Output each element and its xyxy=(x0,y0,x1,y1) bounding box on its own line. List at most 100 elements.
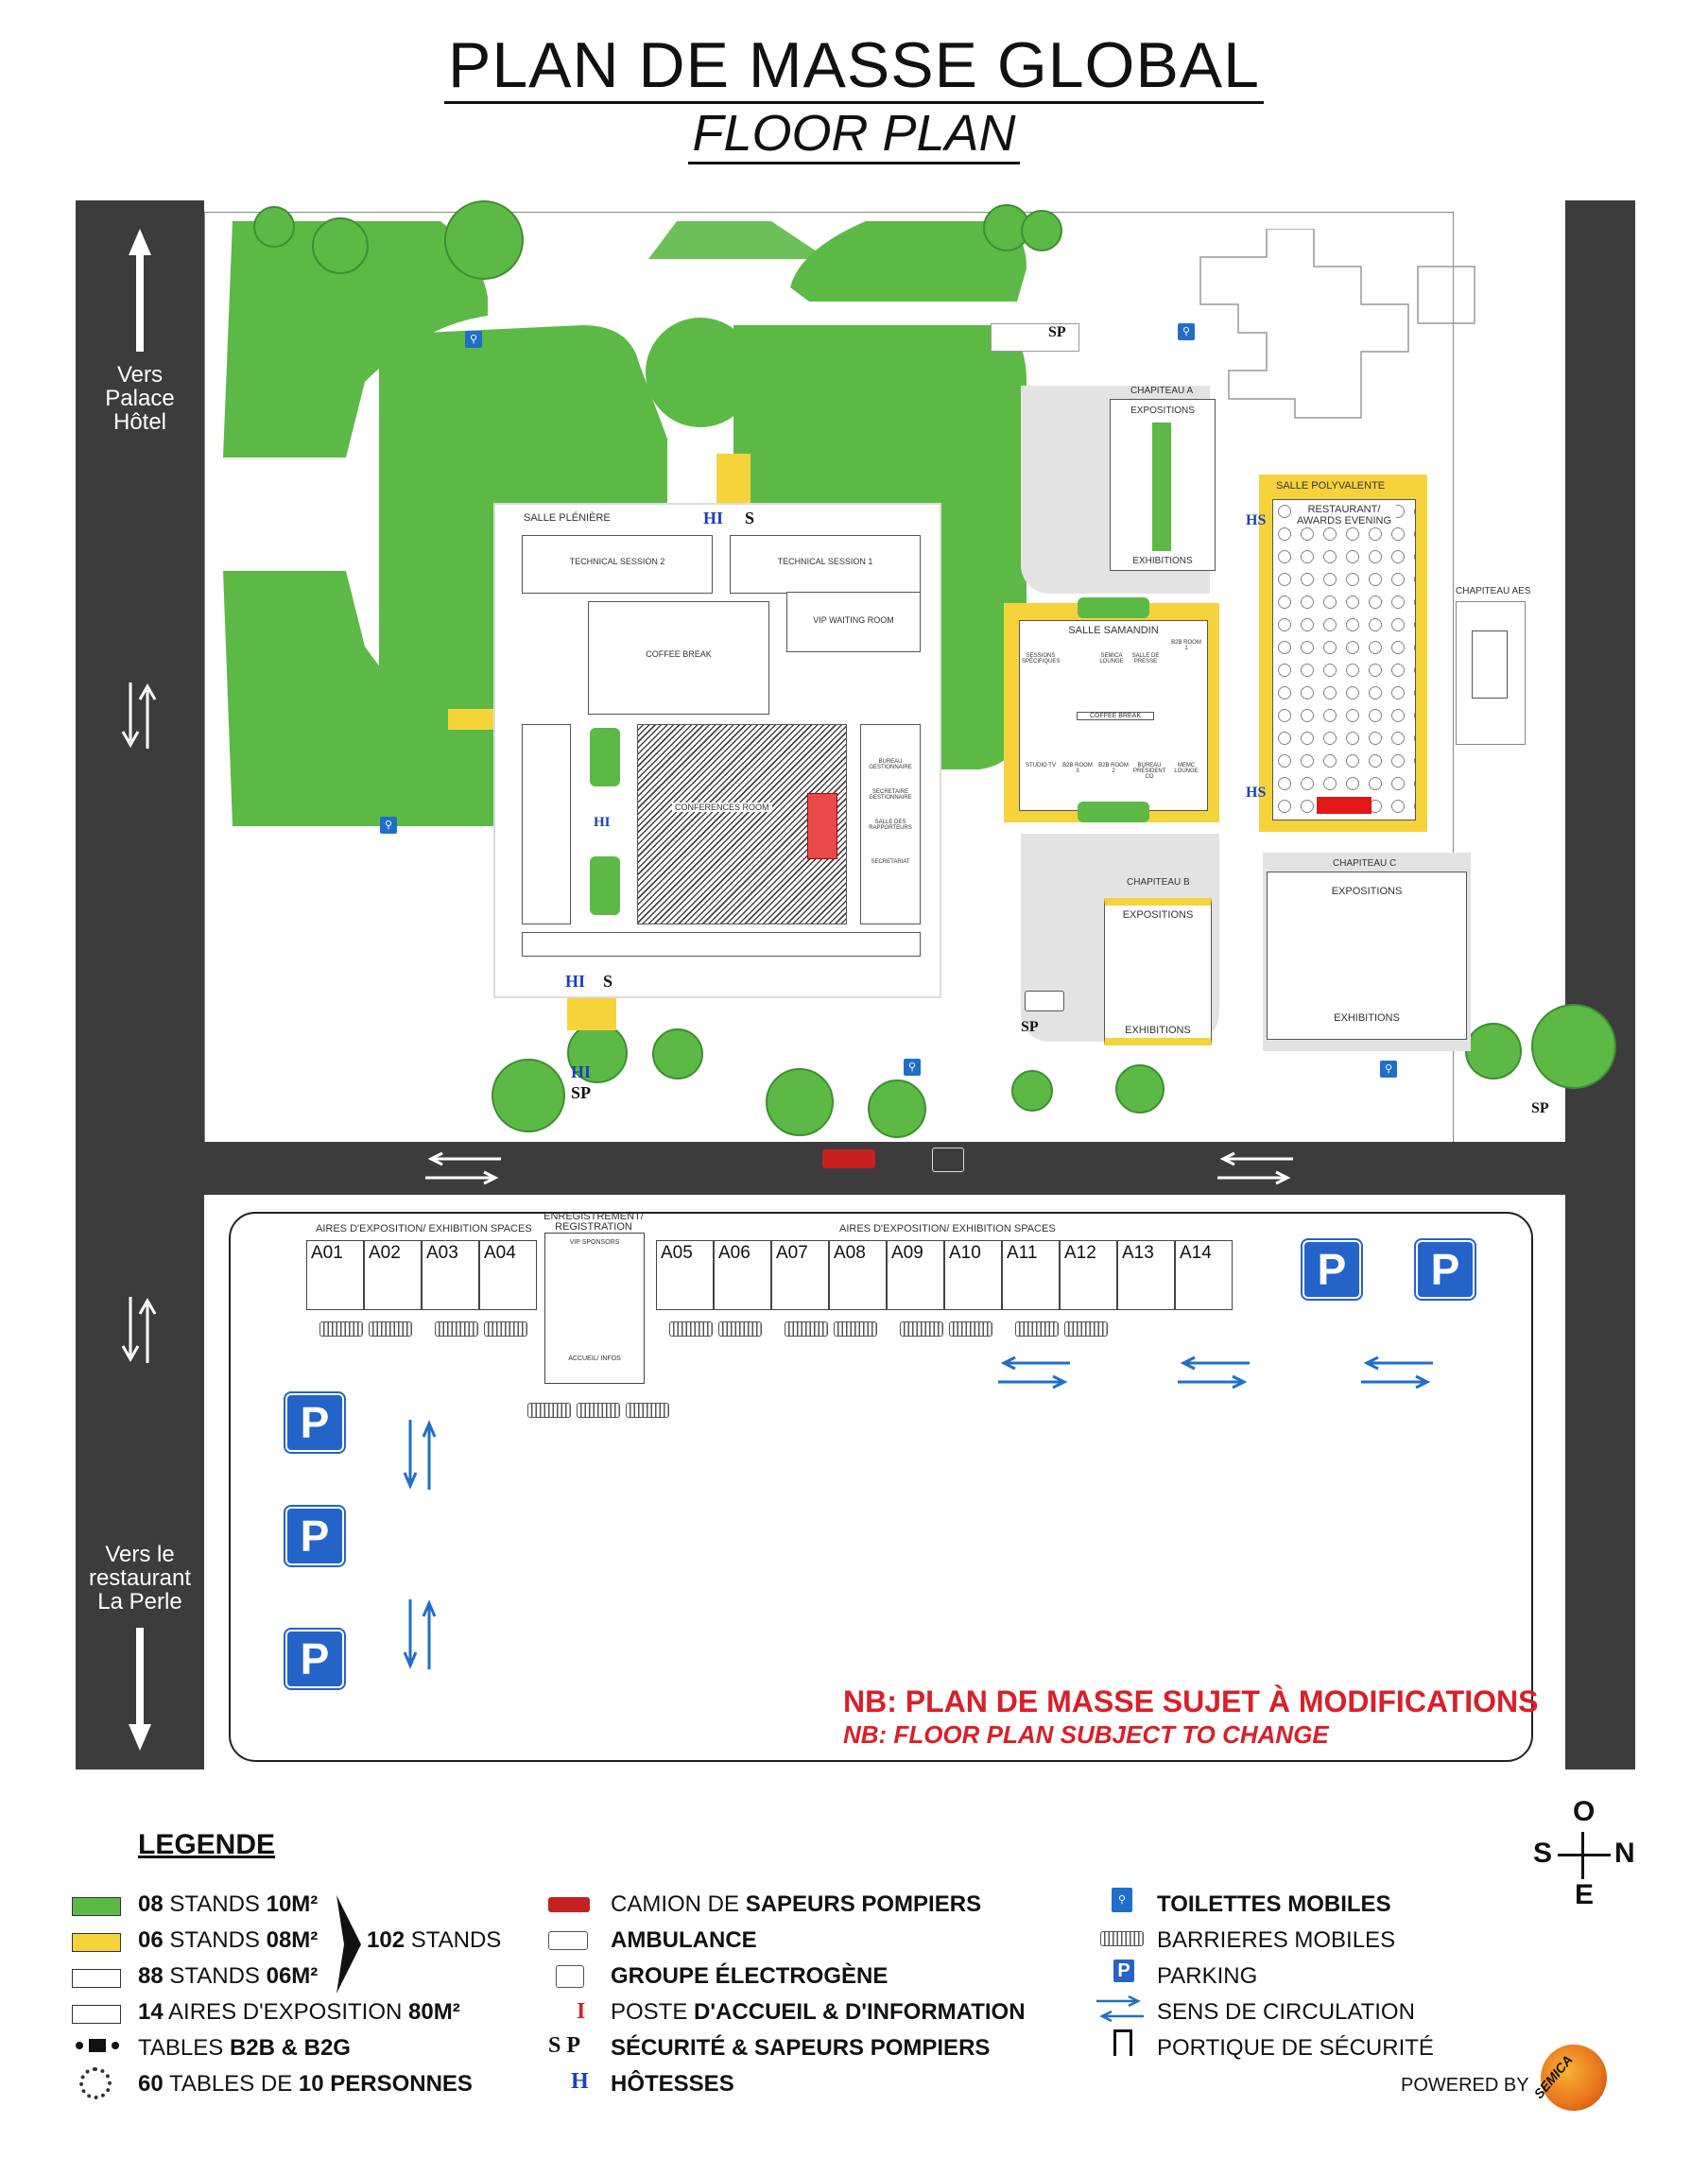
vip-waiting-room[interactable]: VIP WAITING ROOM xyxy=(786,592,921,652)
path-connector xyxy=(448,709,493,730)
coffee-break-area[interactable]: COFFEE BREAK xyxy=(588,601,769,715)
chapiteau-a[interactable]: EXPOSITIONS EXHIBITIONS xyxy=(1110,399,1216,571)
stand-a14[interactable]: A14 xyxy=(1175,1240,1233,1310)
coffee-break-2-label: COFFEE BREAK xyxy=(1077,712,1154,720)
powered-by: POWERED BY xyxy=(1401,2075,1529,2096)
swatch-white xyxy=(72,1969,121,1988)
mobile-barrier-icon xyxy=(484,1321,527,1337)
sp-post: SP xyxy=(991,323,1079,352)
stand-a06[interactable]: A06 xyxy=(714,1240,771,1310)
left-road xyxy=(76,200,204,1770)
tree xyxy=(1021,210,1062,251)
salle-samandin[interactable]: SALLE SAMANDIN SESSIONS SPÉCIFIQUES SEMI… xyxy=(1019,620,1208,811)
generator-icon xyxy=(556,1965,584,1988)
circulation-arrows-icon xyxy=(998,1355,1070,1390)
stand-a11[interactable]: A11 xyxy=(1002,1240,1060,1310)
technical-session-1[interactable]: TECHNICAL SESSION 1 xyxy=(730,535,921,594)
south-arrow-icon xyxy=(129,1628,151,1751)
semica-lounge-label: SEMICA LOUNGE xyxy=(1099,653,1124,665)
bureau-president-label: BUREAU PRÉSIDENT CO xyxy=(1133,763,1166,780)
sp-mark: SP xyxy=(1048,324,1066,340)
stand-a07[interactable]: A07 xyxy=(771,1240,829,1310)
swatch-white xyxy=(72,2005,121,2024)
legend-stands-10: 08 STANDS 10M² xyxy=(138,1891,319,1917)
page-subtitle: FLOOR PLAN xyxy=(0,104,1708,164)
legend-toilets: TOILETTES MOBILES xyxy=(1157,1891,1391,1917)
mobile-barrier-icon xyxy=(900,1321,943,1337)
salle-polyvalente[interactable]: RESTAURANT/ AWARDS EVENING xyxy=(1272,499,1416,820)
exhibition-left-label: AIRES D'EXPOSITION/ EXHIBITION SPACES xyxy=(316,1223,532,1234)
chapiteau-b-expositions: EXPOSITIONS xyxy=(1122,909,1194,921)
traffic-arrows-icon xyxy=(1217,1151,1293,1185)
stand-a03[interactable]: A03 xyxy=(422,1240,479,1310)
s-mark: S xyxy=(603,972,613,991)
sp-mark: S P xyxy=(548,2033,581,2058)
stand-a01[interactable]: A01 xyxy=(306,1240,364,1310)
bottom-corridor xyxy=(522,932,921,957)
legend-ambulance: AMBULANCE xyxy=(611,1927,757,1953)
tree xyxy=(766,1068,834,1136)
chapiteau-c-exhibitions: EXHIBITIONS xyxy=(1334,1012,1400,1024)
sp-mark: SP xyxy=(571,1083,592,1102)
stand-a05[interactable]: A05 xyxy=(656,1240,714,1310)
sp-mark: SP xyxy=(1021,1019,1039,1035)
ambulance-icon xyxy=(1025,991,1064,1011)
circulation-arrows-icon xyxy=(403,1599,437,1669)
technical-session-2[interactable]: TECHNICAL SESSION 2 xyxy=(522,535,713,594)
chapiteau-b[interactable]: EXPOSITIONS EXHIBITIONS xyxy=(1104,898,1212,1045)
chapiteau-c[interactable]: EXPOSITIONS EXHIBITIONS xyxy=(1267,872,1467,1040)
tree xyxy=(1115,1064,1165,1114)
secretariat-label: SECRETARIAT xyxy=(871,859,910,865)
legend-aires: 14 AIRES D'EXPOSITION 80M² xyxy=(138,1999,460,2025)
tree xyxy=(492,1059,565,1132)
mobile-barrier-icon xyxy=(435,1321,478,1337)
semica-logo: SEMICA xyxy=(1531,2045,1607,2111)
mobile-barrier-icon xyxy=(369,1321,412,1337)
stand-a04[interactable]: A04 xyxy=(479,1240,537,1310)
s-mark: S xyxy=(745,509,755,527)
hi-mark: HI xyxy=(571,1062,592,1081)
stand-a10[interactable]: A10 xyxy=(944,1240,1002,1310)
vip-sponsors-label: VIP SPONSORS xyxy=(569,1239,620,1246)
chapiteau-aes[interactable] xyxy=(1456,601,1526,745)
mobile-barrier-icon xyxy=(718,1321,762,1337)
registration-label: ENREGISTREMENT/ REGISTRATION xyxy=(543,1211,644,1233)
legend-accueil: POSTE D'ACCUEIL & D'INFORMATION xyxy=(611,1999,1026,2025)
circulation-arrows-icon xyxy=(403,1420,437,1490)
hi-mark: HI xyxy=(594,815,611,830)
coffee-break-label: COFFEE BREAK xyxy=(646,649,712,659)
salle-samandin-label: SALLE SAMANDIN xyxy=(1068,625,1159,636)
stand-a13[interactable]: A13 xyxy=(1117,1240,1175,1310)
stage xyxy=(807,793,837,859)
circulation-arrows-icon xyxy=(1178,1355,1250,1390)
salle-pleniere[interactable]: SALLE PLÉNIÈRE TECHNICAL SESSION 2 TECHN… xyxy=(493,503,941,998)
stand-a12[interactable]: A12 xyxy=(1060,1240,1117,1310)
path-connector xyxy=(567,996,616,1030)
middle-road xyxy=(204,1142,1565,1195)
two-way-arrow-icon xyxy=(121,1297,157,1363)
studio-tv-label: STUDIO TV xyxy=(1026,763,1056,768)
stand-a09[interactable]: A09 xyxy=(887,1240,944,1310)
circulation-arrows-icon xyxy=(1361,1355,1433,1390)
left-offices[interactable] xyxy=(522,724,571,924)
page-title: PLAN DE MASSE GLOBAL xyxy=(0,28,1708,104)
legend-portique: PORTIQUE DE SÉCURITÉ xyxy=(1157,2035,1434,2061)
salle-rapporteurs-label: SALLE DES RAPPORTEURS xyxy=(869,820,912,831)
stand-a08[interactable]: A08 xyxy=(829,1240,887,1310)
mobile-barrier-icon xyxy=(1100,1931,1144,1946)
green-patch xyxy=(1078,802,1149,822)
toilet-icon: ⚲ xyxy=(465,331,482,348)
registration-booth[interactable]: VIP SPONSORS ACCUEIL/ INFOS xyxy=(544,1233,645,1384)
compass-cross-h xyxy=(1558,1854,1611,1856)
green-patch xyxy=(1078,597,1149,618)
stand-a02[interactable]: A02 xyxy=(364,1240,422,1310)
north-arrow-icon xyxy=(129,229,151,352)
toilet-icon: ⚲ xyxy=(904,1059,921,1076)
memc-lounge-label: MEMC LOUNGE xyxy=(1174,763,1199,774)
right-offices[interactable]: BUREAU GESTIONNAIRE SECRETAIRE GESTIONNA… xyxy=(860,724,921,924)
compass-o: O xyxy=(1573,1796,1596,1827)
tree xyxy=(253,206,295,248)
legend-title: LEGENDE xyxy=(138,1829,276,1860)
stand-column xyxy=(1152,423,1171,551)
legend-stands-06: 88 STANDS 06M² xyxy=(138,1963,319,1989)
